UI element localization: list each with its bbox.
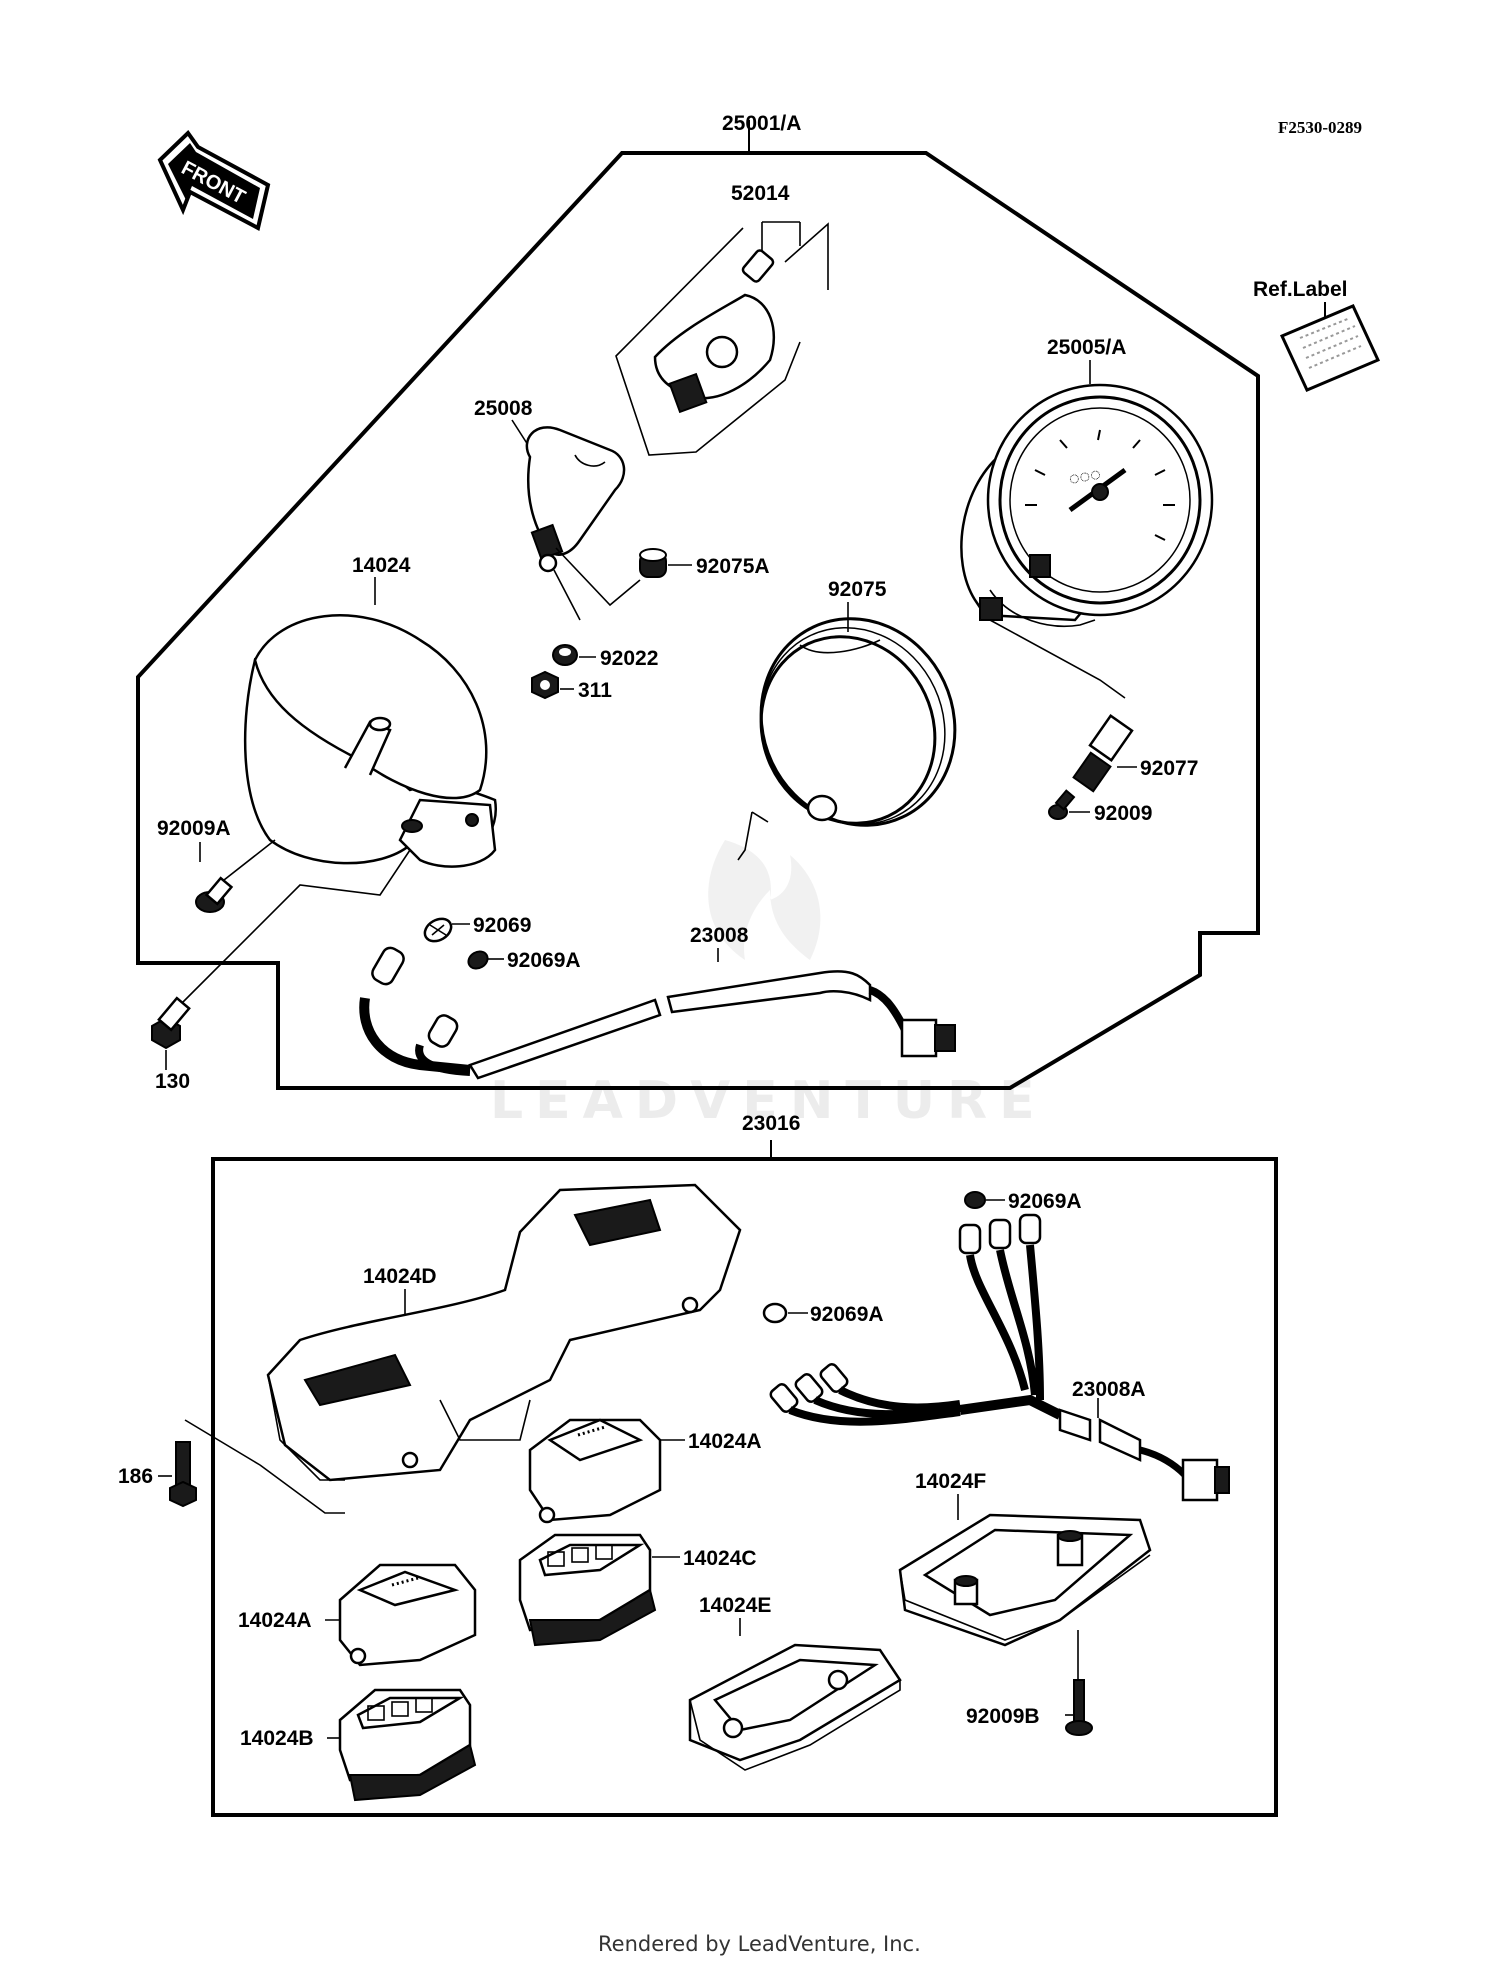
- label-92069A-mid: 92069A: [810, 1303, 884, 1326]
- label-92069A-upper: 92069A: [507, 949, 581, 972]
- part-25005A: ◌◌◌: [960, 383, 1214, 628]
- label-14024B: 14024B: [240, 1727, 314, 1750]
- label-92075A: 92075A: [696, 555, 770, 578]
- part-186: [169, 1441, 197, 1508]
- label-92069: 92069: [473, 914, 531, 937]
- part-92009: [1048, 789, 1076, 820]
- label-23008: 23008: [690, 924, 749, 947]
- part-92075A: [639, 548, 667, 578]
- part-311: [531, 670, 559, 700]
- part-23008: [359, 946, 956, 1080]
- label-14024F: 14024F: [915, 1470, 986, 1493]
- part-92022: [552, 644, 578, 666]
- label-25001A: 25001/A: [722, 112, 801, 135]
- watermark-logo: [708, 840, 821, 960]
- label-23008A: 23008A: [1072, 1378, 1146, 1401]
- part-23008A: [769, 1213, 1230, 1502]
- label-92009: 92009: [1094, 802, 1152, 825]
- label-92022: 92022: [600, 647, 658, 670]
- label-92069A-top: 92069A: [1008, 1190, 1082, 1213]
- label-14024A-low: 14024A: [238, 1609, 312, 1632]
- label-25008: 25008: [474, 397, 533, 420]
- label-52014: 52014: [731, 182, 790, 205]
- label-23016: 23016: [742, 1112, 800, 1135]
- label-130: 130: [155, 1070, 190, 1093]
- part-14024A-low: [338, 1563, 477, 1667]
- label-14024E: 14024E: [699, 1594, 771, 1617]
- diagram-code: F2530-0289: [1278, 118, 1362, 137]
- label-92009A: 92009A: [157, 817, 231, 840]
- part-92069: [423, 917, 453, 943]
- part-92075: [759, 617, 957, 827]
- label-14024D: 14024D: [363, 1265, 437, 1288]
- label-14024: 14024: [352, 554, 411, 577]
- part-14024B: [338, 1688, 477, 1802]
- upper-group-frame: [136, 151, 1260, 1090]
- watermark: LEADVENTURE: [490, 1071, 1047, 1131]
- label-14024A-mid: 14024A: [688, 1430, 762, 1453]
- part-14024: [243, 614, 497, 868]
- label-92009B: 92009B: [966, 1705, 1040, 1728]
- label-14024C: 14024C: [683, 1547, 757, 1570]
- part-92009B: [1065, 1679, 1093, 1736]
- lower-group-frame: [211, 1157, 1278, 1817]
- label-25005A: 25005/A: [1047, 336, 1126, 359]
- part-92069A-top: [964, 1191, 986, 1209]
- front-arrow-icon: FRONT: [157, 129, 271, 231]
- part-25008: [525, 426, 626, 573]
- part-92069A-upper: [467, 950, 489, 970]
- part-14024C: [518, 1533, 657, 1647]
- label-92075: 92075: [828, 578, 887, 601]
- part-14024F: [898, 1513, 1152, 1647]
- part-52014: [653, 249, 775, 414]
- label-186: 186: [118, 1465, 153, 1488]
- part-92069A-mid: [762, 1302, 788, 1324]
- label-92077: 92077: [1140, 757, 1198, 780]
- part-92009A: [195, 876, 234, 913]
- part-14024A-mid: [528, 1418, 662, 1524]
- ref-label-icon: [1279, 304, 1381, 392]
- part-92077: [1072, 714, 1134, 793]
- part-14024E: [688, 1643, 902, 1771]
- ref-label-text: Ref.Label: [1253, 278, 1348, 301]
- part-14024D: [266, 1183, 742, 1482]
- label-311: 311: [578, 679, 612, 702]
- part-130: [151, 996, 191, 1050]
- footer-credit: Rendered by LeadVenture, Inc.: [598, 1932, 921, 1956]
